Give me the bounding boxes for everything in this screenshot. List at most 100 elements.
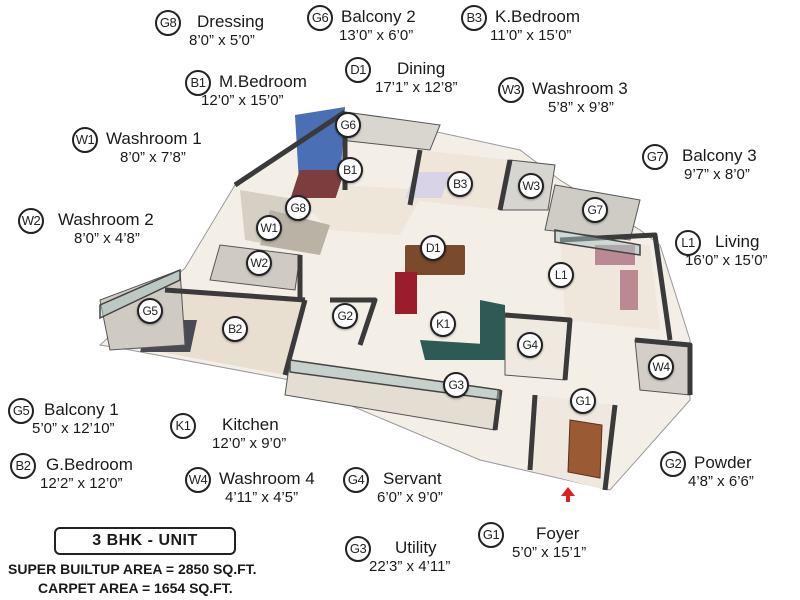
- plan-tag-g6: G6: [335, 112, 361, 138]
- legend-size: 5’0” x 15’1”: [512, 544, 587, 561]
- plan-tag-g4: G4: [517, 332, 543, 358]
- legend-code: G1: [478, 522, 504, 548]
- legend-name: M.Bedroom: [219, 72, 307, 91]
- legend-dining: D1 Dining 17’1” x 12’8”: [345, 57, 555, 97]
- legend-size: 8’0” x 7’8”: [120, 149, 186, 166]
- legend-size: 17’1” x 12’8”: [375, 79, 458, 96]
- legend-size: 22’3” x 4’11”: [369, 558, 451, 575]
- legend-m-bedroom: B1 M.Bedroom 12’0” x 15’0”: [185, 70, 395, 110]
- legend-size: 13’0” x 6’0”: [339, 27, 414, 44]
- plan-tag-b2: B2: [222, 316, 248, 342]
- legend-size: 16’0” x 15’0”: [685, 252, 768, 269]
- plan-tag-l1: L1: [548, 262, 574, 288]
- legend-size: 6’0” x 9’0”: [377, 489, 443, 506]
- legend-code: G8: [155, 10, 181, 36]
- master-bed: [290, 170, 345, 198]
- legend-name: Washroom 3: [532, 79, 628, 98]
- legend-k-bedroom: B3 K.Bedroom 11’0” x 15’0”: [461, 5, 671, 45]
- legend-size: 4’11” x 4’5”: [225, 489, 299, 506]
- legend-name: Dining: [397, 59, 446, 78]
- legend-name: Washroom 1: [106, 129, 202, 148]
- legend-washroom-4: W4 Washroom 4 4’11” x 4’5”: [185, 467, 395, 507]
- plan-tag-g7: G7: [582, 197, 608, 223]
- plan-tag-d1: D1: [420, 235, 446, 261]
- legend-name: Servant: [383, 469, 442, 488]
- legend-washroom-1: W1 Washroom 1 8’0” x 7’8”: [72, 127, 282, 167]
- super-builtup-area: SUPER BUILTUP AREA = 2850 SQ.FT.: [8, 561, 257, 577]
- legend-size: 5’0” x 12’10”: [32, 420, 115, 437]
- legend-name: Washroom 2: [58, 210, 154, 229]
- plan-tag-g8: G8: [285, 195, 311, 221]
- legend-code: G5: [8, 398, 34, 424]
- plan-tag-w3: W3: [518, 173, 544, 199]
- legend-utility: G3 Utility 22’3” x 4’11”: [345, 536, 555, 576]
- entry-arrow: [561, 487, 575, 502]
- legend-code: K1: [170, 413, 196, 439]
- legend-living: L1 Living 16’0” x 15’0”: [675, 230, 800, 270]
- unit-type-badge: 3 BHK - UNIT: [54, 527, 236, 555]
- plan-tag-b1: B1: [337, 157, 363, 183]
- legend-g-bedroom: B2 G.Bedroom 12’2” x 12’0”: [10, 453, 220, 493]
- legend-name: Powder: [694, 453, 752, 472]
- legend-powder: G2 Powder 4’8” x 6’6”: [660, 451, 800, 491]
- legend-size: 8’0” x 5’0”: [189, 32, 255, 49]
- legend-washroom-2: W2 Washroom 2 8’0” x 4’8”: [18, 208, 228, 248]
- plan-tag-g5: G5: [137, 298, 163, 324]
- plan-tag-g1: G1: [570, 388, 596, 414]
- legend-name: Utility: [395, 538, 437, 557]
- plan-tag-b3: B3: [447, 171, 473, 197]
- plan-tag-w2: W2: [246, 250, 272, 276]
- plan-tag-g2: G2: [332, 303, 358, 329]
- legend-size: 4’8” x 6’6”: [688, 473, 754, 490]
- legend-size: 12’2” x 12’0”: [40, 475, 123, 492]
- legend-name: Washroom 4: [219, 469, 315, 488]
- legend-foyer: G1 Foyer 5’0” x 15’1”: [478, 522, 688, 562]
- legend-servant: G4 Servant 6’0” x 9’0”: [343, 467, 553, 507]
- legend-code: W3: [498, 77, 524, 103]
- legend-code: G3: [345, 536, 371, 562]
- legend-size: 5’8” x 9’8”: [548, 99, 614, 116]
- plan-tag-w1: W1: [256, 215, 282, 241]
- legend-washroom-3: W3 Washroom 3 5’8” x 9’8”: [498, 77, 708, 117]
- entry-door: [567, 419, 603, 479]
- legend-code: B3: [461, 5, 487, 31]
- legend-code: W4: [185, 467, 211, 493]
- legend-code: B2: [10, 453, 36, 479]
- legend-code: G4: [343, 467, 369, 493]
- walls: [164, 109, 693, 491]
- legend-kitchen: K1 Kitchen 12’0” x 9’0”: [170, 413, 380, 453]
- living-sofa-2: [620, 270, 638, 310]
- legend-code: G2: [660, 451, 686, 477]
- legend-size: 8’0” x 4’8”: [74, 230, 140, 247]
- legend-name: Balcony 1: [44, 400, 119, 419]
- legend-code: G6: [307, 5, 333, 31]
- legend-name: Dressing: [197, 12, 265, 31]
- legend-code: D1: [345, 57, 371, 83]
- plan-tag-k1: K1: [430, 311, 456, 337]
- legend-size: 12’0” x 15’0”: [201, 92, 284, 109]
- legend-name: Balcony 3: [682, 146, 757, 165]
- legend-name: G.Bedroom: [46, 455, 133, 474]
- legend-balcony-3: G7 Balcony 3 9’7” x 8’0”: [642, 144, 800, 184]
- legend-size: 9’7” x 8’0”: [684, 166, 750, 183]
- legend-name: Kitchen: [222, 415, 279, 434]
- legend-code: L1: [675, 230, 701, 256]
- legend-name: K.Bedroom: [495, 7, 581, 26]
- legend-name: Foyer: [536, 524, 580, 543]
- legend-name: Balcony 2: [341, 7, 416, 26]
- legend-name: Living: [715, 232, 760, 251]
- legend-size: 12’0” x 9’0”: [212, 435, 287, 452]
- legend-code: W1: [72, 127, 98, 153]
- legend-code: G7: [642, 144, 668, 170]
- fridge: [395, 272, 417, 314]
- legend-balcony-1: G5 Balcony 1 5’0” x 12’10”: [8, 398, 218, 438]
- legend-balcony-2: G6 Balcony 2 13’0” x 6’0”: [307, 5, 517, 45]
- legend-dressing: G8 Dressing 8’0” x 5’0”: [155, 10, 365, 50]
- plan-tag-w4: W4: [648, 354, 674, 380]
- carpet-area: CARPET AREA = 1654 SQ.FT.: [38, 580, 233, 596]
- legend-code: B1: [185, 70, 211, 96]
- kitchen-counter-side: [480, 300, 505, 360]
- legend-size: 11’0” x 15’0”: [490, 27, 572, 44]
- legend-code: W2: [18, 208, 44, 234]
- plan-tag-g3: G3: [443, 372, 469, 398]
